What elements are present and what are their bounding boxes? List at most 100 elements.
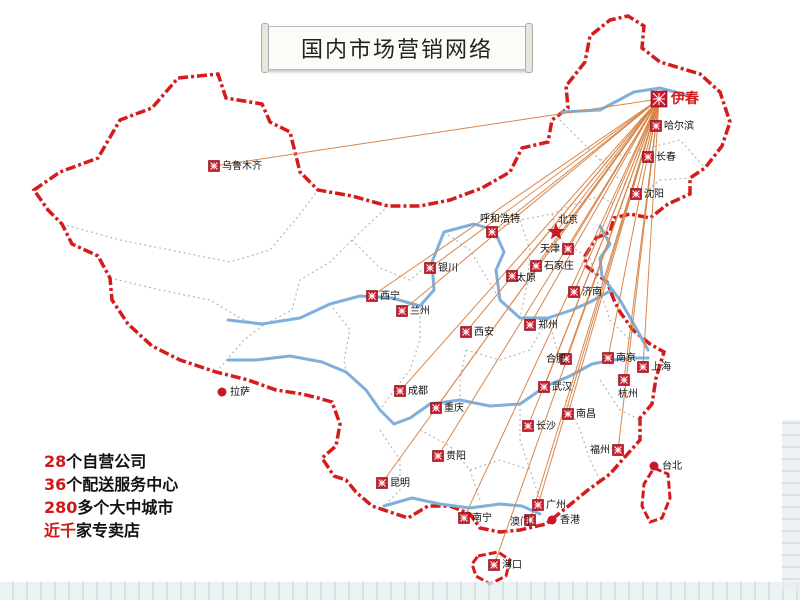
route-line [607,98,660,359]
city-markers: 哈尔滨长春沈阳乌鲁木齐呼和浩特天津石家庄银川太原济南西宁兰州郑州西安合肥南京上海… [208,90,700,571]
stat-number: 280 [44,498,78,517]
office-marker-icon [568,286,580,298]
province-line [589,257,631,341]
city-label: 杭州 [618,387,638,400]
city-dot-icon [547,515,557,525]
route-line [381,98,660,484]
province-line [109,277,263,327]
city-label: 福州 [590,443,610,456]
city-label: 石家庄 [544,259,574,272]
city-label: 沈阳 [644,187,664,200]
city-label: 太原 [516,271,536,284]
route-line [437,98,660,457]
office-marker-icon [642,151,654,163]
office-marker-icon [650,120,662,132]
page-title: 国内市场营销网络 [300,38,493,63]
city-label: 澳门 [510,515,530,528]
hainan-outline [470,550,512,586]
stat-line-1: 28个自营公司 [44,450,178,473]
office-marker-icon [524,319,536,331]
route-line [371,98,660,297]
stat-number: 36 [44,475,67,494]
office-marker-icon [562,243,574,255]
city-label: 南宁 [472,511,492,524]
pearl-river [382,496,542,516]
route-line [529,98,660,521]
office-marker-icon [486,226,498,238]
city-label: 成都 [408,385,428,397]
decorative-bottom-band [0,582,800,600]
capital-star-icon [547,223,565,240]
office-marker-icon [612,444,624,456]
province-line [599,139,706,169]
city-label: 南昌 [576,407,596,420]
stats-panel: 28个自营公司 36个配送服务中心 280多个大中城市 近千家专卖店 [44,450,178,542]
province-line [551,213,591,259]
province-line [379,429,401,507]
province-line [379,306,421,411]
office-marker-icon [208,160,220,172]
province-line [215,309,293,373]
office-marker-icon [618,374,630,386]
office-marker-icon [432,450,444,462]
office-marker-icon [650,90,668,108]
province-line [599,379,641,421]
province-line [465,317,549,361]
city-label: 哈尔滨 [664,119,694,132]
city-label: 上海 [651,360,671,373]
city-label: 贵阳 [446,449,466,462]
province-line [443,231,501,301]
city-label: 济南 [582,285,602,298]
route-line [429,98,660,269]
route-line [493,98,660,566]
city-label: 合肥 [546,352,566,365]
route-line [399,98,660,392]
province-line [291,205,389,311]
city-label: 兰州 [410,304,430,317]
city-label: 武汉 [552,380,572,393]
city-label: 拉萨 [230,385,250,398]
office-marker-icon [430,402,442,414]
city-dot-icon [217,387,227,397]
city-label: 乌鲁木齐 [222,159,262,172]
route-line [401,98,660,312]
office-marker-icon [458,512,470,524]
city-label: 海口 [502,558,522,571]
province-line [639,177,691,197]
city-label: 天津 [540,243,560,255]
province-line [329,303,351,373]
office-marker-icon [538,381,550,393]
stat-line-2: 36个配送服务中心 [44,473,178,496]
province-line [351,239,433,281]
city-label: 伊春 [670,90,700,107]
office-marker-icon [488,559,500,571]
route-line [213,98,660,167]
route-line [465,98,660,333]
office-marker-icon [460,326,472,338]
office-marker-icon [424,262,436,274]
office-marker-icon [524,514,536,526]
stat-number: 28 [44,452,67,471]
office-marker-icon [394,385,406,397]
route-line [573,98,660,293]
stat-line-4: 近千家专卖店 [44,519,178,542]
route-line [555,98,660,233]
route-line [537,98,660,506]
province-line [519,404,541,501]
province-line [519,219,531,319]
city-label: 长春 [656,151,676,163]
route-line [491,98,660,233]
city-label: 呼和浩特 [480,213,520,225]
city-label: 重庆 [444,401,464,414]
decorative-side-band [782,420,800,590]
city-label: 香港 [560,514,580,526]
office-marker-icon [532,499,544,511]
heilong-river [560,86,692,114]
office-marker-icon [522,420,534,432]
route-line [463,98,660,519]
route-line [635,98,660,195]
city-label: 广州 [546,499,566,511]
yellow-river [226,222,614,326]
stat-label: 多个大中城市 [77,498,174,517]
